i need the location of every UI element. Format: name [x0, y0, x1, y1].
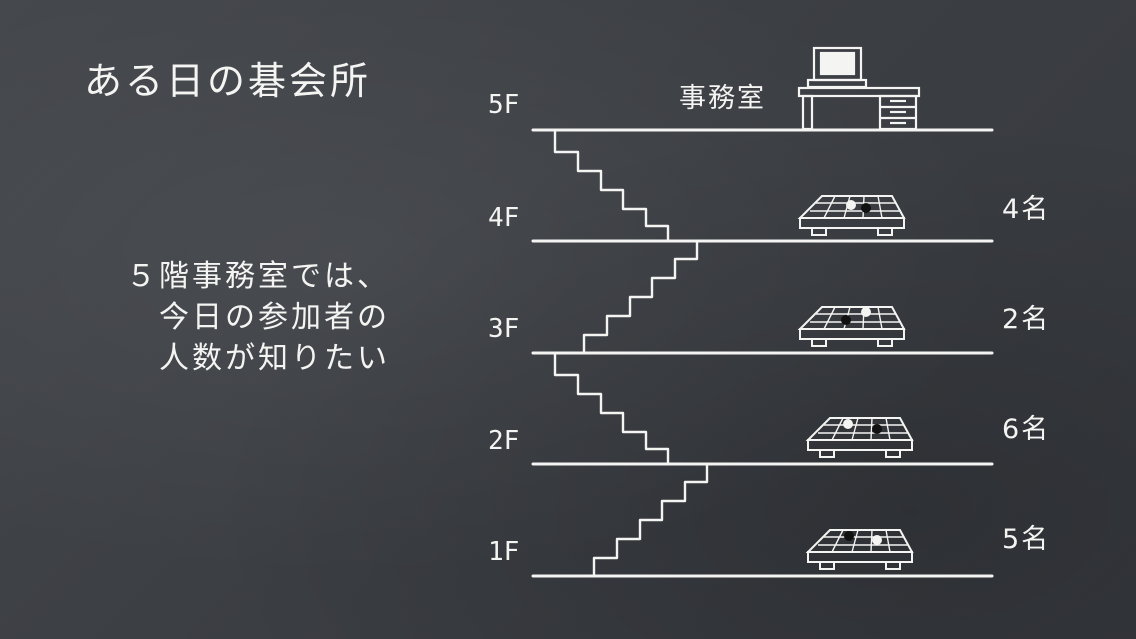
page-title: ある日の碁会所: [84, 59, 372, 103]
floor-label-4f: 4F: [488, 203, 520, 233]
count-1f: 5名: [1002, 524, 1051, 555]
floor-label-1f: 1F: [488, 537, 520, 567]
go-board-icon-4f: [799, 195, 905, 236]
go-board-icon-2f: [807, 417, 913, 458]
description-line-2: 今日の参加者の: [159, 300, 390, 335]
count-2f: 6名: [1002, 414, 1051, 445]
count-4f: 4名: [1002, 194, 1051, 225]
go-board-icon-3f: [799, 306, 905, 347]
description-line-3: 人数が知りたい: [159, 341, 390, 376]
description: ５階事務室では、 今日の参加者の 人数が知りたい: [100, 256, 390, 379]
description-line-1: ５階事務室では、: [126, 259, 390, 294]
count-3f: 2名: [1002, 304, 1051, 335]
go-board-icon-1f: [807, 529, 913, 570]
floor-label-5f: 5F: [488, 90, 520, 120]
stairs-icon: [553, 130, 709, 576]
floor-label-2f: 2F: [488, 426, 520, 456]
office-desk-computer-icon: [797, 46, 921, 131]
office-label: 事務室: [679, 83, 766, 114]
floor-label-3f: 3F: [488, 314, 520, 344]
floor-lines: [531, 128, 994, 578]
